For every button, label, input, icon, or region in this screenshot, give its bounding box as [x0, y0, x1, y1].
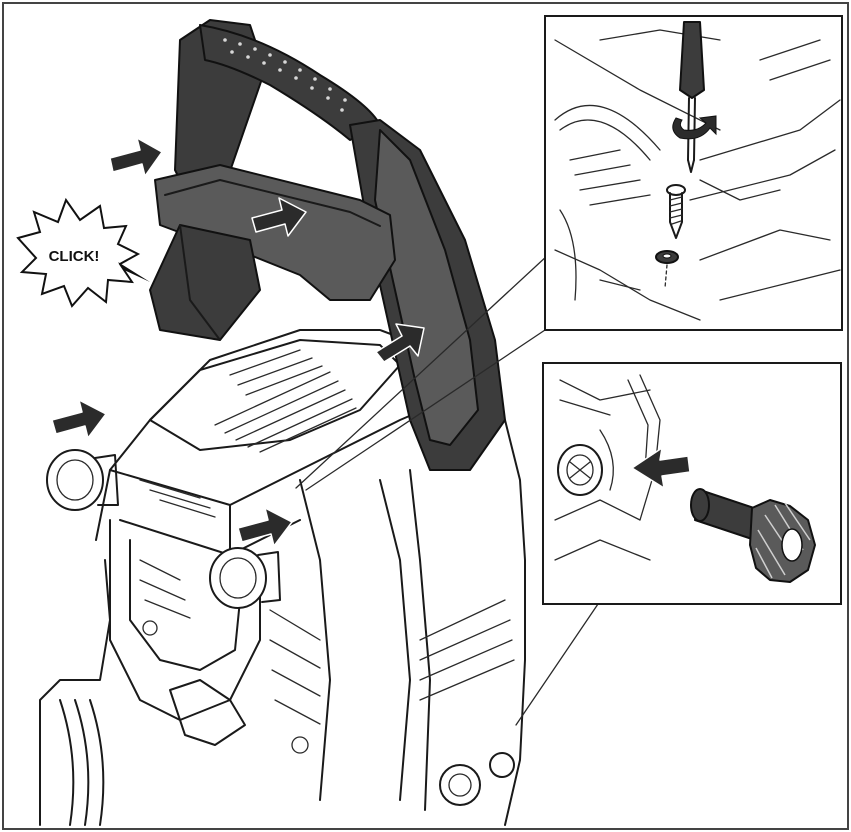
screwdriver-shaft — [687, 97, 696, 161]
click-callout: CLICK! — [16, 197, 150, 308]
washer — [655, 250, 679, 264]
arrow-into-socket — [631, 447, 691, 489]
arrow-right-knob — [237, 507, 293, 547]
screw — [666, 184, 686, 239]
leader-lines — [295, 254, 599, 726]
right-hose-knob — [209, 547, 281, 609]
callout-pointer — [118, 262, 150, 282]
knob-part — [690, 488, 816, 583]
arrow-left-knob — [51, 399, 107, 439]
pressure-washer-body — [39, 329, 526, 826]
rotation-arrow — [672, 115, 717, 140]
left-hose-knob — [46, 449, 119, 511]
click-label: CLICK! — [49, 248, 100, 265]
detail-inset-screw — [544, 15, 843, 331]
socket — [557, 444, 603, 496]
detail-inset-knob — [542, 362, 842, 605]
push-arrows — [51, 137, 425, 547]
arrow-handle-left — [109, 137, 163, 177]
screwdriver-handle — [679, 21, 705, 99]
arrow-handle-right — [375, 323, 425, 363]
vent-slots — [214, 349, 357, 453]
grip-texture — [223, 38, 347, 112]
arrow-handle-center — [251, 197, 307, 237]
